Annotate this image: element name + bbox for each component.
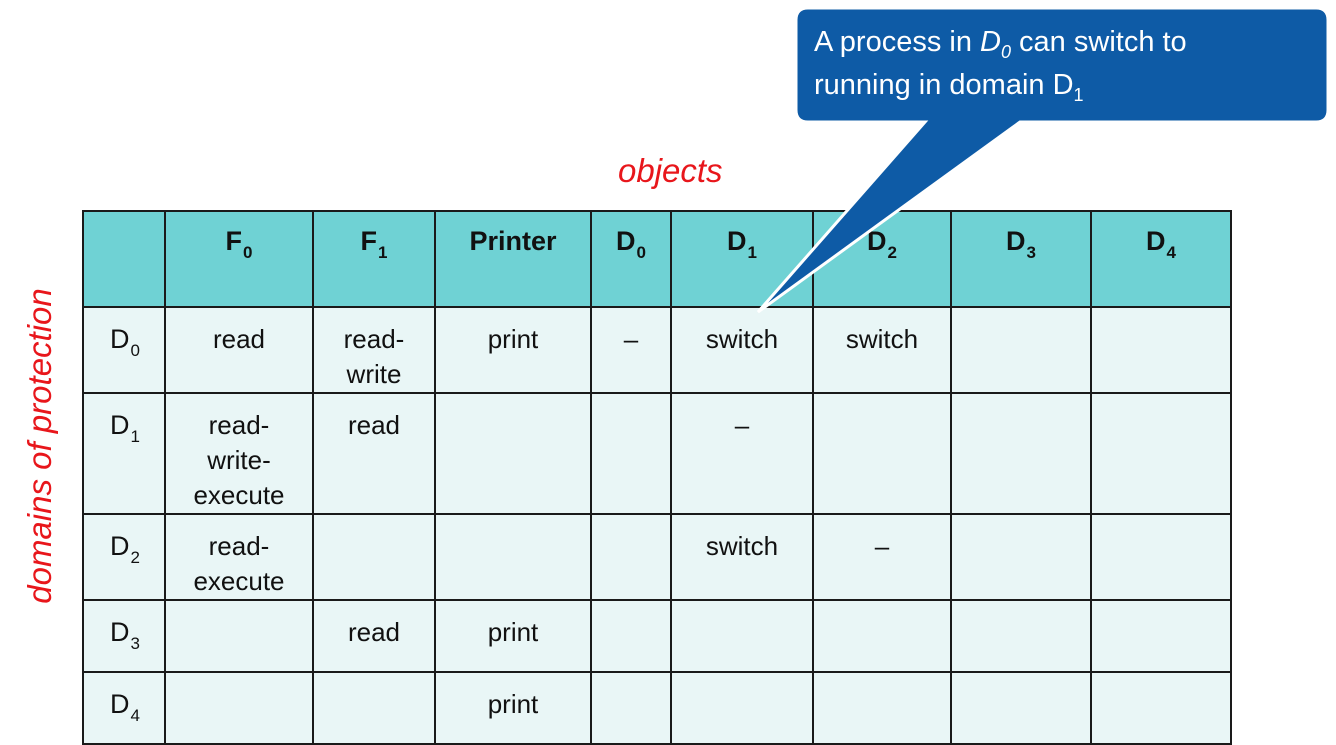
row-header: D1 xyxy=(82,392,166,515)
column-header: F1 xyxy=(312,210,436,308)
matrix-cell xyxy=(812,392,952,515)
matrix-cell: read- write xyxy=(312,306,436,394)
column-header: Printer xyxy=(434,210,592,308)
column-header: D3 xyxy=(950,210,1092,308)
row-header: D3 xyxy=(82,599,166,673)
matrix-cell xyxy=(434,513,592,601)
callout-text: A process in D0 can switch to running in… xyxy=(814,22,1294,108)
matrix-cell xyxy=(590,671,672,745)
matrix-cell xyxy=(1090,306,1232,394)
matrix-cell xyxy=(950,306,1092,394)
matrix-cell: – xyxy=(590,306,672,394)
column-header: D4 xyxy=(1090,210,1232,308)
matrix-cell: read- execute xyxy=(164,513,314,601)
matrix-cell: read xyxy=(312,599,436,673)
column-header: F0 xyxy=(164,210,314,308)
matrix-cell xyxy=(1090,599,1232,673)
matrix-cell xyxy=(164,671,314,745)
matrix-cell xyxy=(950,392,1092,515)
matrix-cell: read xyxy=(164,306,314,394)
matrix-cell: switch xyxy=(812,306,952,394)
matrix-cell xyxy=(1090,392,1232,515)
matrix-cell xyxy=(434,392,592,515)
matrix-cell xyxy=(1090,671,1232,745)
matrix-cell: switch xyxy=(670,513,814,601)
matrix-cell xyxy=(950,513,1092,601)
matrix-row: D4 print xyxy=(82,671,1232,745)
matrix-cell: read- write- execute xyxy=(164,392,314,515)
matrix-cell: – xyxy=(812,513,952,601)
header-corner xyxy=(82,210,166,308)
matrix-cell xyxy=(312,671,436,745)
matrix-cell xyxy=(812,599,952,673)
matrix-cell xyxy=(670,599,814,673)
row-header: D0 xyxy=(82,306,166,394)
callout-line-1: A process in D0 can switch to xyxy=(814,26,1187,62)
row-header: D2 xyxy=(82,513,166,601)
matrix-cell xyxy=(950,671,1092,745)
callout-line-2: running in domain D1 xyxy=(814,69,1084,105)
row-header: D4 xyxy=(82,671,166,745)
columns-axis-label: objects xyxy=(618,152,723,189)
matrix-cell xyxy=(1090,513,1232,601)
matrix-cell: print xyxy=(434,599,592,673)
matrix-cell xyxy=(590,392,672,515)
matrix-cell xyxy=(164,599,314,673)
matrix-cell: print xyxy=(434,671,592,745)
matrix-cell xyxy=(950,599,1092,673)
column-header: D0 xyxy=(590,210,672,308)
header-row: F0 F1 Printer D0 D1 D2 D3 D4 xyxy=(82,210,1232,308)
matrix-cell xyxy=(670,671,814,745)
matrix-cell xyxy=(590,599,672,673)
matrix-cell: – xyxy=(670,392,814,515)
matrix-cell: print xyxy=(434,306,592,394)
matrix-cell xyxy=(590,513,672,601)
matrix-cell xyxy=(312,513,436,601)
column-header: D1 xyxy=(670,210,814,308)
matrix-cell: read xyxy=(312,392,436,515)
matrix-cell: switch xyxy=(670,306,814,394)
